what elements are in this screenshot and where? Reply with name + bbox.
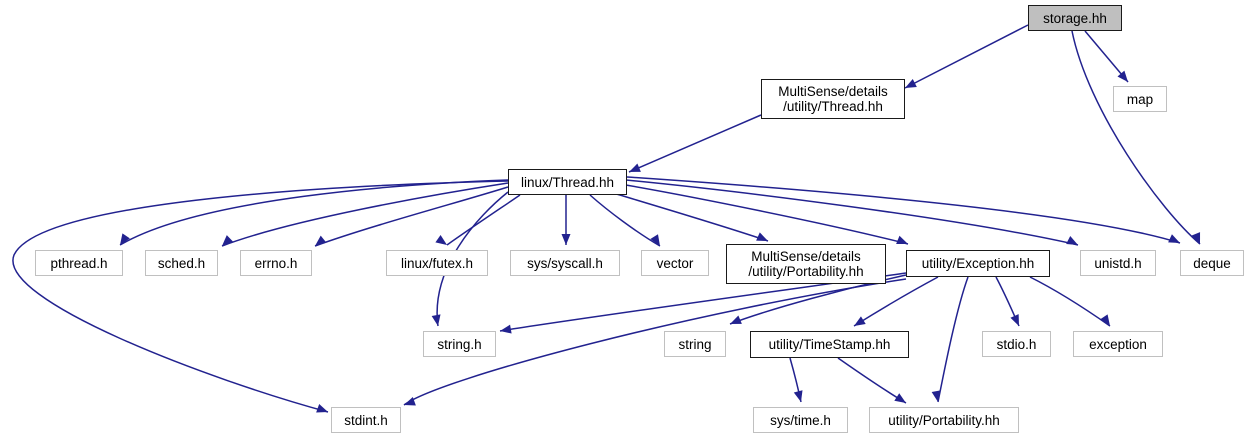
node-systime[interactable]: sys/time.h: [753, 407, 848, 433]
arrowhead-linuxthread-stdint: [316, 404, 328, 413]
node-unistd[interactable]: unistd.h: [1080, 250, 1156, 276]
arrowhead-linuxthread-msport: [756, 232, 768, 241]
node-pthread[interactable]: pthread.h: [35, 250, 123, 276]
arrowhead-linuxthread-unistd: [1066, 235, 1078, 245]
edge-linuxthread-to-msport: [609, 191, 769, 242]
arrowhead-linuxthread-pthread: [120, 233, 130, 245]
edge-linuxthread-to-errno: [314, 186, 509, 247]
node-stdint[interactable]: stdint.h: [331, 407, 401, 433]
node-label-map: map: [1126, 91, 1154, 107]
node-vector[interactable]: vector: [641, 250, 709, 276]
node-label-storage: storage.hh: [1043, 10, 1107, 26]
arrowhead-storage-deque: [1191, 232, 1201, 244]
edge-linuxthread-to-vector: [589, 194, 661, 247]
node-storage[interactable]: storage.hh: [1028, 5, 1122, 31]
edges-group: [12, 24, 1201, 413]
arrowhead-linuxthread-syscall: [561, 234, 571, 245]
node-exception_std[interactable]: exception: [1073, 331, 1163, 357]
node-map[interactable]: map: [1113, 86, 1167, 112]
node-sched[interactable]: sched.h: [145, 250, 218, 276]
node-timestamp[interactable]: utility/TimeStamp.hh: [750, 331, 909, 358]
node-label-stdint: stdint.h: [344, 412, 388, 428]
node-label-msthread: MultiSense/details /utility/Thread.hh: [778, 84, 888, 114]
arrowhead-linuxthread-exception: [896, 235, 908, 245]
edge-storage-to-msthread: [904, 24, 1029, 89]
node-label-sched: sched.h: [157, 255, 206, 271]
edge-linuxthread-to-string_h: [436, 191, 509, 327]
node-label-msport: MultiSense/details /utility/Portability.…: [748, 249, 864, 279]
node-exception_hh[interactable]: utility/Exception.hh: [906, 250, 1050, 277]
node-label-pthread: pthread.h: [50, 255, 108, 271]
edge-exception_hh-to-stdint: [403, 278, 907, 406]
node-label-linuxthread: linux/Thread.hh: [520, 174, 615, 190]
node-label-vector: vector: [656, 255, 694, 271]
arrowhead-timestamp-portability: [894, 393, 906, 403]
edge-linuxthread-to-sched: [221, 182, 509, 247]
arrowhead-storage-msthread: [905, 78, 917, 88]
arrowhead-exception-stdint: [404, 397, 416, 406]
edge-linuxthread-to-deque: [626, 176, 1181, 244]
node-label-systime: sys/time.h: [770, 412, 831, 428]
arrowhead-linuxthread-string-h: [431, 314, 441, 326]
node-syscall[interactable]: sys/syscall.h: [510, 250, 620, 276]
node-label-exception_std: exception: [1089, 336, 1147, 352]
edge-exception_hh-to-portability: [937, 276, 969, 403]
arrowhead-linuxthread-sched: [222, 235, 234, 246]
node-deque[interactable]: deque: [1180, 250, 1244, 276]
node-string_cc[interactable]: string: [664, 331, 726, 357]
edge-storage-to-deque: [1071, 30, 1201, 245]
node-stdio[interactable]: stdio.h: [982, 331, 1051, 357]
edge-timestamp-to-portability: [837, 357, 907, 404]
arrowhead-exception-string-cc: [730, 315, 742, 324]
edge-storage-to-map: [1084, 30, 1129, 83]
edge-linuxthread-to-stdint: [12, 180, 509, 413]
node-label-stdio: stdio.h: [996, 336, 1037, 352]
arrowhead-linuxthread-errno: [315, 235, 327, 246]
node-label-exception_hh: utility/Exception.hh: [921, 256, 1035, 271]
node-msport[interactable]: MultiSense/details /utility/Portability.…: [726, 244, 886, 284]
node-errno[interactable]: errno.h: [240, 250, 312, 276]
edge-linuxthread-to-exception_hh: [619, 183, 909, 245]
edge-linuxthread-to-unistd: [625, 179, 1079, 246]
arrowheads-group: [120, 70, 1201, 413]
node-portability[interactable]: utility/Portability.hh: [869, 407, 1019, 433]
node-string_h[interactable]: string.h: [423, 331, 496, 357]
edge-exception_hh-to-exception_std: [1029, 276, 1111, 327]
node-label-syscall: sys/syscall.h: [527, 255, 603, 271]
node-label-futex: linux/futex.h: [400, 255, 474, 271]
edge-msthread-to-linuxthread: [628, 114, 762, 173]
arrowhead-linuxthread-vector: [650, 234, 660, 246]
edge-linuxthread-to-futex: [446, 194, 521, 246]
node-label-unistd: unistd.h: [1094, 255, 1142, 271]
node-label-deque: deque: [1193, 255, 1231, 271]
arrowhead-msthread-linuxthread: [629, 163, 641, 172]
arrowhead-timestamp-systime: [793, 390, 803, 402]
node-msthread[interactable]: MultiSense/details /utility/Thread.hh: [761, 79, 905, 119]
arrowhead-exception-string-h: [500, 324, 512, 334]
node-label-portability: utility/Portability.hh: [888, 412, 1000, 428]
node-label-timestamp: utility/TimeStamp.hh: [768, 337, 891, 352]
arrowhead-exception-portability: [931, 390, 941, 402]
arrowhead-exception-exception: [1100, 314, 1110, 326]
node-label-string_cc: string: [678, 336, 712, 352]
arrowhead-linuxthread-futex: [435, 235, 447, 245]
arrowhead-exception-timestamp: [854, 316, 866, 326]
arrowhead-linuxthread-deque: [1168, 234, 1180, 243]
arrowhead-exception-stdio: [1010, 314, 1019, 326]
node-futex[interactable]: linux/futex.h: [386, 250, 488, 276]
node-label-string_h: string.h: [437, 336, 482, 352]
arrowhead-storage-map: [1117, 70, 1128, 82]
node-label-errno: errno.h: [254, 255, 298, 271]
node-linuxthread[interactable]: linux/Thread.hh: [508, 169, 627, 195]
